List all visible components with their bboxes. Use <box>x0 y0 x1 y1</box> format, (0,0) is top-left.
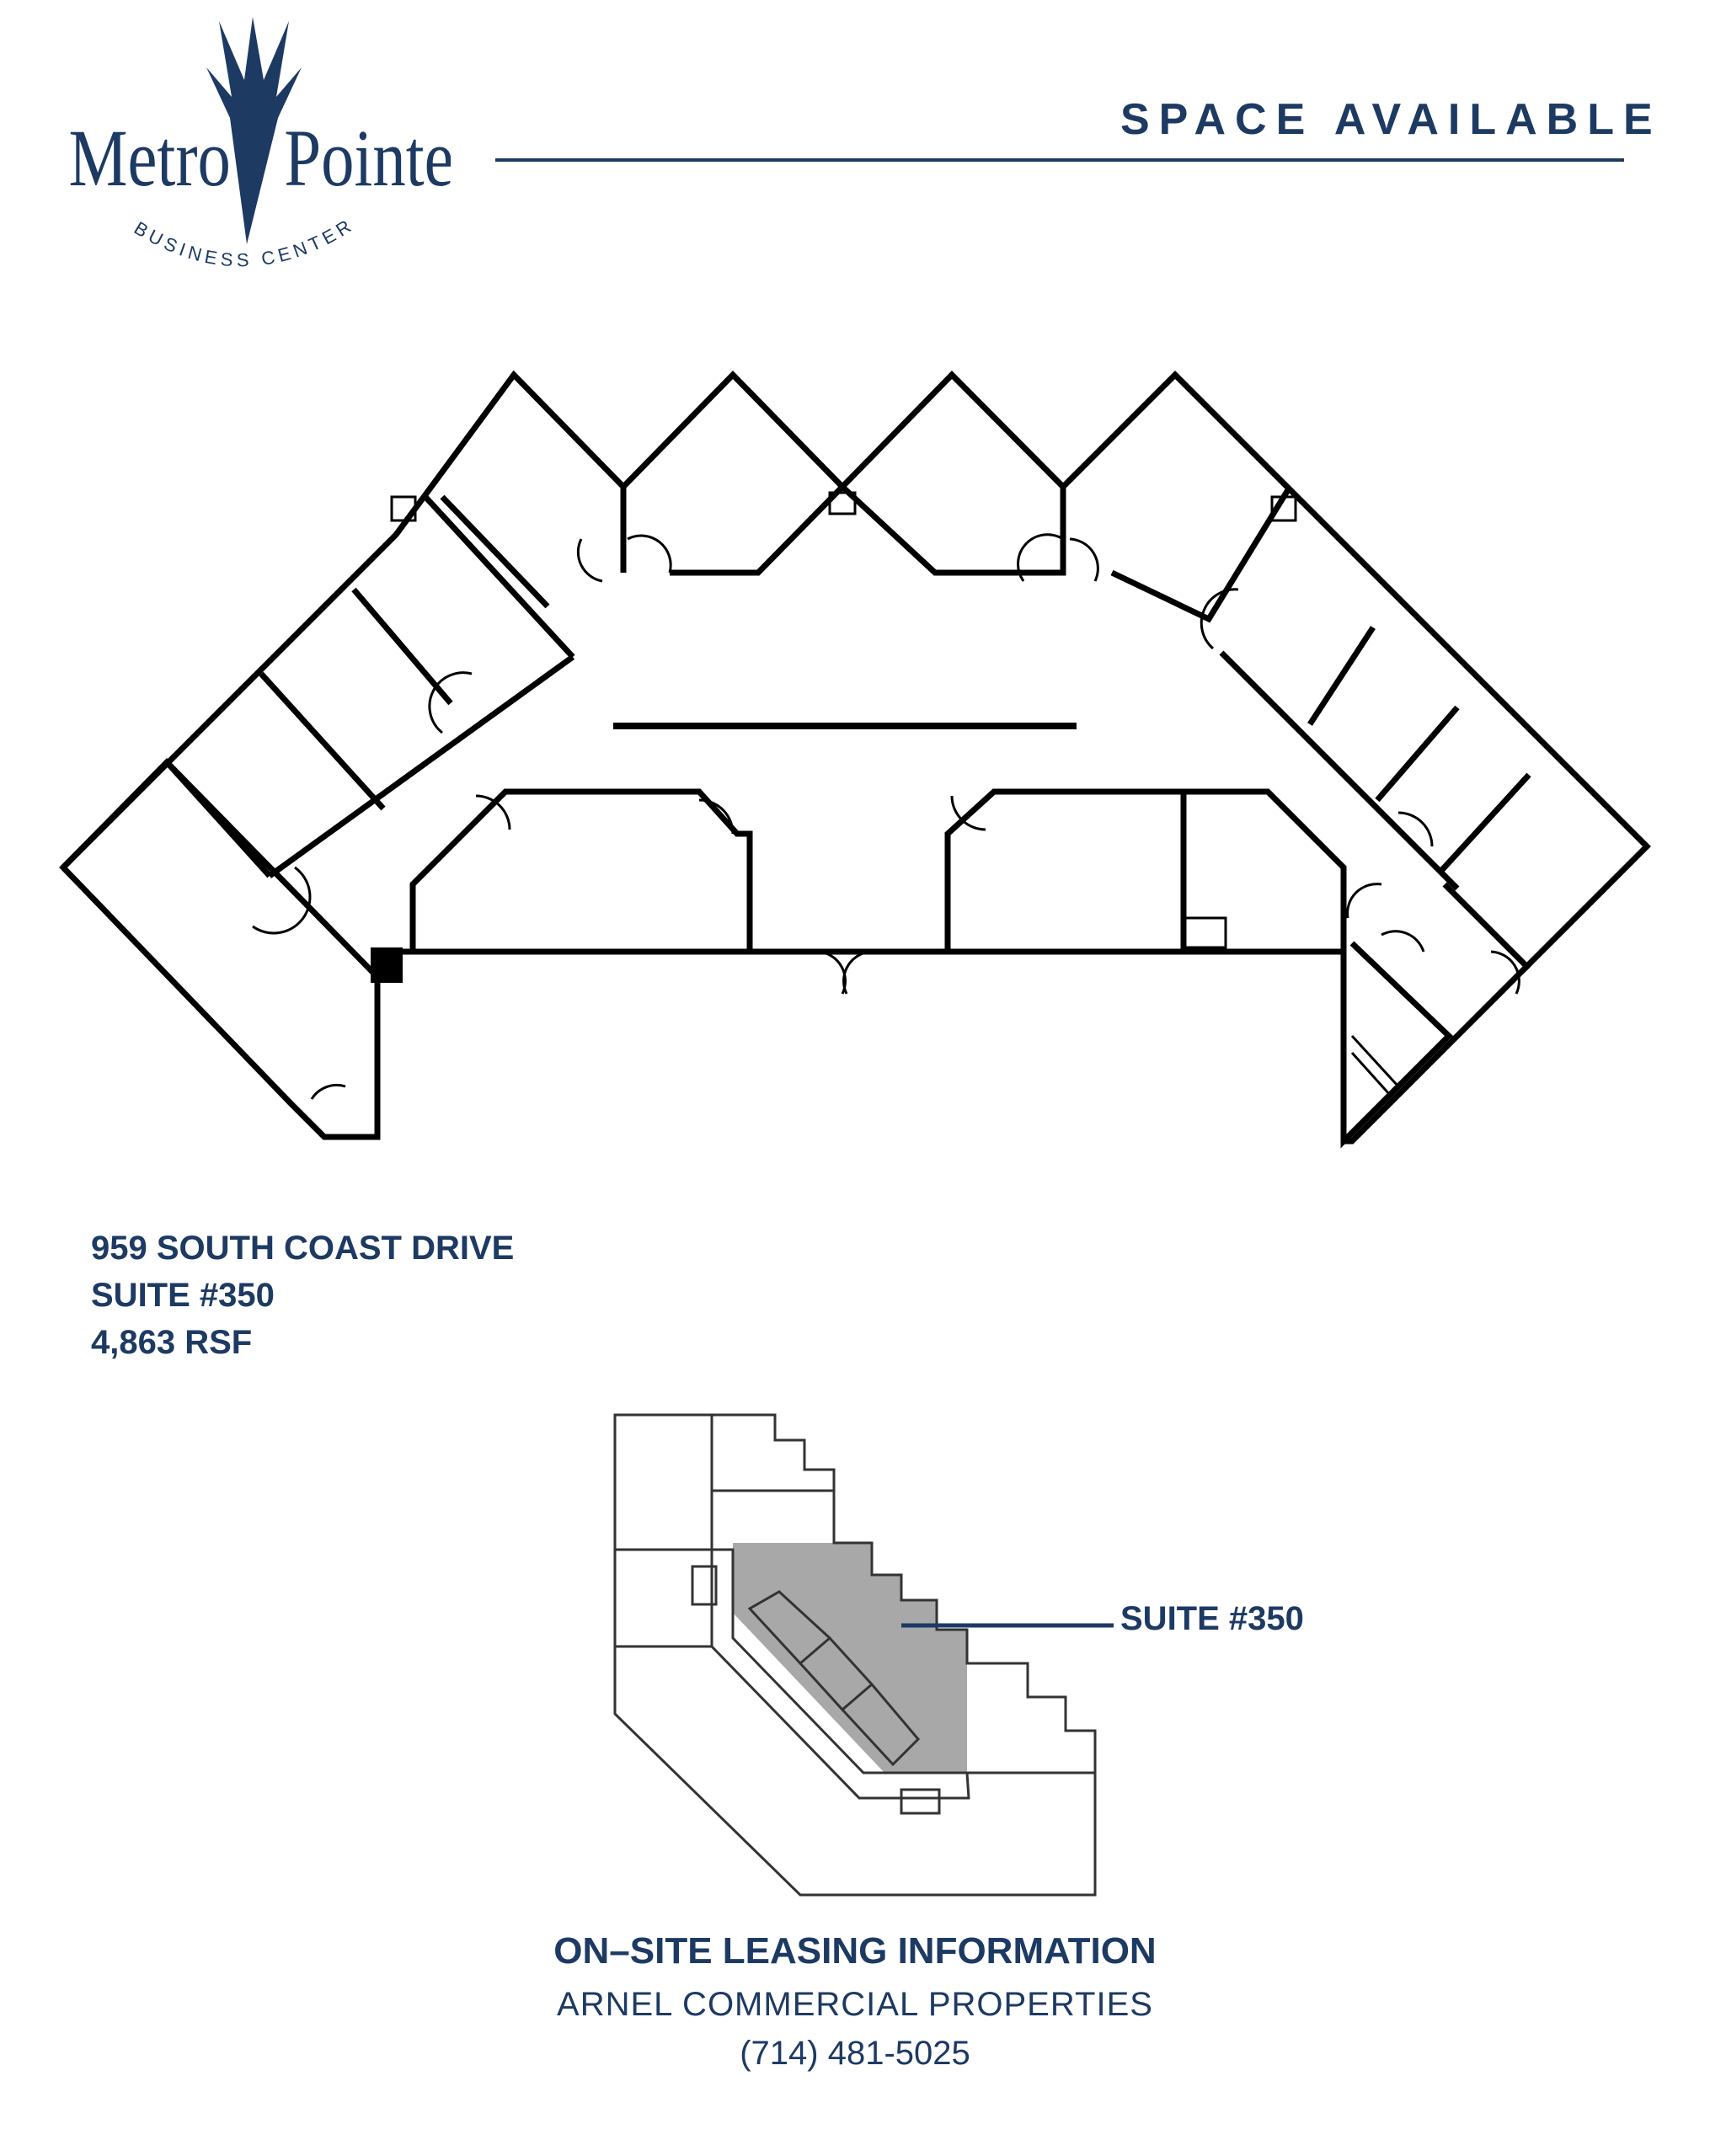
key-plan-core-rooms <box>841 1684 921 1767</box>
door-swing <box>475 794 511 830</box>
leasing-phone[interactable]: (714) 481-5025 <box>740 2035 970 2072</box>
key-plan-highlight-suite <box>733 1543 967 1773</box>
plan-office-wall-13 <box>1442 882 1531 971</box>
logo-word-left: Metro <box>69 114 231 203</box>
door-swing <box>576 538 603 583</box>
plan-outer-wall-left-wing <box>61 370 1651 1145</box>
stair-line <box>1350 1034 1400 1088</box>
crown-mark <box>206 17 302 244</box>
plan-office-wall-3 <box>351 587 453 706</box>
suite-floor-plan <box>59 370 1651 1149</box>
plan-office-wall-1 <box>164 760 272 878</box>
header-divider <box>495 158 1624 162</box>
structural-column <box>828 491 857 515</box>
key-plan-callout-label: SUITE #350 <box>1120 1600 1304 1637</box>
key-plan-core-rooms <box>799 1636 874 1712</box>
structural-column <box>390 495 417 522</box>
door-swing <box>1200 588 1239 650</box>
plan-right-wall-lower <box>1340 941 1454 1149</box>
plan-office-wall-4 <box>440 494 550 609</box>
structural-column <box>1182 916 1227 949</box>
key-plan-outline <box>613 1413 1097 1897</box>
plan-corridor-left <box>267 654 575 878</box>
plan-office-wall-5 <box>423 494 575 659</box>
structural-column <box>371 947 403 983</box>
door-swing <box>698 798 735 835</box>
key-plan-stair <box>691 1565 718 1606</box>
plan-inner-wall <box>377 788 1347 955</box>
plan-office-wall-11 <box>1375 705 1460 803</box>
door-swing <box>252 866 312 935</box>
structural-column <box>1270 495 1297 522</box>
door-swing <box>1490 950 1520 995</box>
door-swing <box>842 950 877 995</box>
door-swing <box>1397 811 1434 847</box>
key-plan-stair <box>900 1788 941 1815</box>
plan-office-wall-2 <box>259 671 386 811</box>
plan-office-wall-7 <box>670 483 1066 576</box>
stair-line <box>1350 1051 1392 1097</box>
header-title: SPACE AVAILABLE <box>1120 95 1662 144</box>
suite-address: 959 SOUTH COAST DRIVE <box>91 1230 515 1267</box>
plan-office-wall-9 <box>1219 650 1460 891</box>
suite-number: SUITE #350 <box>91 1277 275 1314</box>
suite-area: 4,863 RSF <box>91 1324 253 1361</box>
door-swing <box>1381 930 1425 953</box>
door-swing <box>627 534 672 574</box>
door-swing <box>1346 883 1382 919</box>
building-key-plan <box>613 1413 1114 1897</box>
door-swing <box>1069 537 1099 582</box>
leasing-company: ARNEL COMMERCIAL PROPERTIES <box>557 1986 1153 2023</box>
logo-word-right: Pointe <box>284 114 451 203</box>
door-swing <box>1017 533 1064 582</box>
door-swing <box>950 795 986 831</box>
door-swing <box>812 950 847 995</box>
plan-office-wall-10 <box>1307 626 1376 726</box>
plan-office-wall-8 <box>1110 487 1291 623</box>
door-swing <box>428 671 473 734</box>
leasing-info-heading: ON–SITE LEASING INFORMATION <box>553 1930 1157 1972</box>
door-swing <box>310 1083 346 1100</box>
metro-pointe-logo: Metro Pointe BUSINESS CENTER <box>69 17 451 270</box>
plan-office-wall-12 <box>1438 772 1531 874</box>
